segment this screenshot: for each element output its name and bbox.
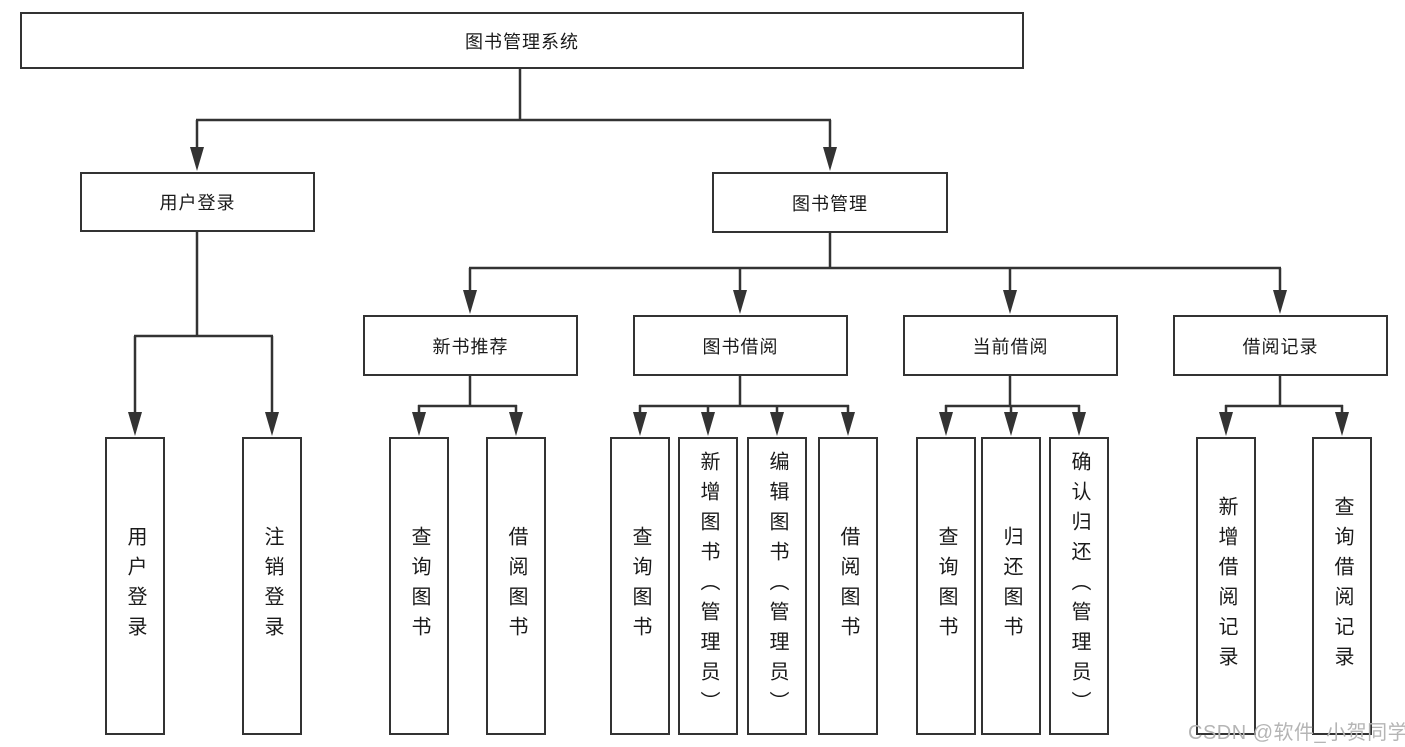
leaf-borrow-books-recommend-label: 借阅图书 xyxy=(505,526,527,646)
leaf-user-login: 用户登录 xyxy=(105,437,165,735)
leaf-edit-book-admin: 编辑图书（管理员） xyxy=(747,437,807,735)
node-user-login: 用户登录 xyxy=(80,172,315,232)
leaf-logout: 注销登录 xyxy=(242,437,302,735)
leaf-return-books: 归还图书 xyxy=(981,437,1041,735)
node-book-management: 图书管理 xyxy=(712,172,948,233)
node-root: 图书管理系统 xyxy=(20,12,1024,69)
node-current-borrow: 当前借阅 xyxy=(903,315,1118,376)
leaf-borrow-books-2-label: 借阅图书 xyxy=(837,526,859,646)
node-book-borrow: 图书借阅 xyxy=(633,315,848,376)
leaf-borrow-books-recommend: 借阅图书 xyxy=(486,437,546,735)
node-borrow-records: 借阅记录 xyxy=(1173,315,1388,376)
connector-arrowheads xyxy=(128,147,1349,436)
leaf-add-book-admin-label: 新增图书（管理员） xyxy=(697,451,719,721)
leaf-logout-label: 注销登录 xyxy=(261,526,283,646)
leaf-query-borrow-record-label: 查询借阅记录 xyxy=(1331,496,1353,676)
leaf-query-books-recommend: 查询图书 xyxy=(389,437,449,735)
leaf-add-book-admin: 新增图书（管理员） xyxy=(678,437,738,735)
leaf-add-borrow-record: 新增借阅记录 xyxy=(1196,437,1256,735)
connector-line-strokes xyxy=(133,67,1344,414)
leaf-query-books-recommend-label: 查询图书 xyxy=(408,526,430,646)
leaf-confirm-return-admin: 确认归还（管理员） xyxy=(1049,437,1109,735)
leaf-query-books-current-label: 查询图书 xyxy=(935,526,957,646)
leaf-user-login-label: 用户登录 xyxy=(124,526,146,646)
leaf-query-borrow-record: 查询借阅记录 xyxy=(1312,437,1372,735)
leaf-add-borrow-record-label: 新增借阅记录 xyxy=(1215,496,1237,676)
leaf-edit-book-admin-label: 编辑图书（管理员） xyxy=(766,451,788,721)
leaf-borrow-books-2: 借阅图书 xyxy=(818,437,878,735)
node-new-book-recommend: 新书推荐 xyxy=(363,315,578,376)
leaf-confirm-return-admin-label: 确认归还（管理员） xyxy=(1068,451,1090,721)
leaf-query-books-borrow-label: 查询图书 xyxy=(629,526,651,646)
leaf-query-books-borrow: 查询图书 xyxy=(610,437,670,735)
leaf-return-books-label: 归还图书 xyxy=(1000,526,1022,646)
leaf-query-books-current: 查询图书 xyxy=(916,437,976,735)
